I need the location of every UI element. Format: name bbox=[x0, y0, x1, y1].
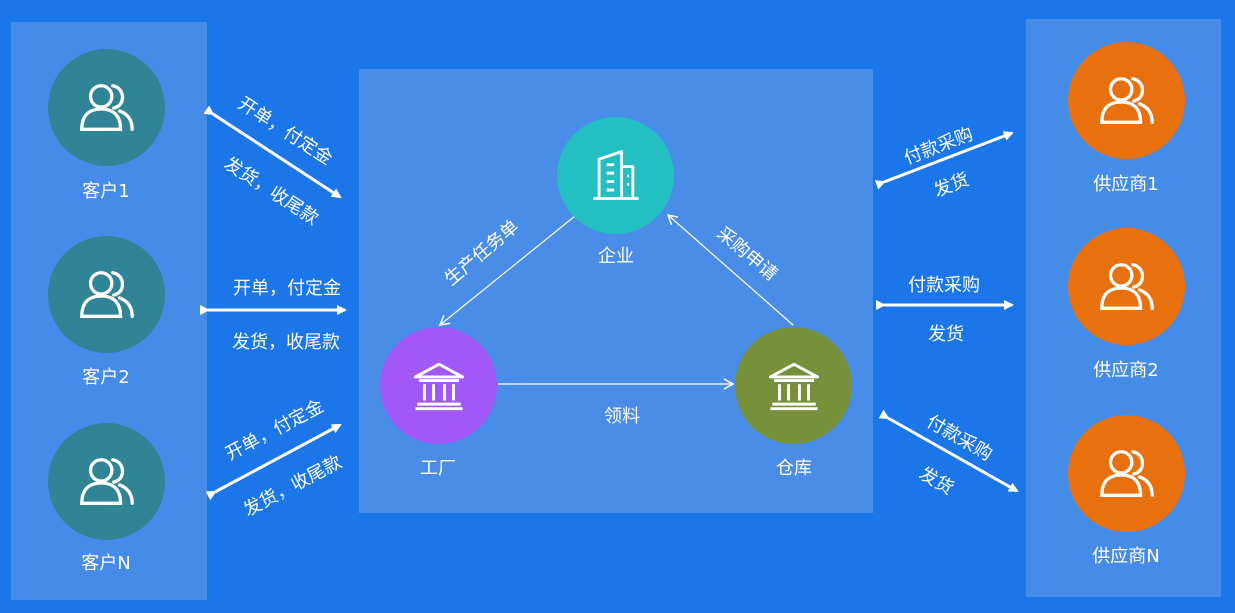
users-icon bbox=[79, 457, 134, 505]
customer1-arrow bbox=[203, 105, 342, 199]
customer2-top-label: 开单，付定金 bbox=[233, 278, 341, 299]
users-icon bbox=[1099, 76, 1154, 124]
warehouse-node bbox=[735, 327, 852, 444]
factory-warehouse-label: 领料 bbox=[604, 406, 640, 427]
factory-label: 工厂 bbox=[420, 458, 456, 479]
supplier2-top-label: 付款采购 bbox=[908, 275, 980, 296]
warehouse-label: 仓库 bbox=[776, 458, 812, 479]
supplier2-bottom-label: 发货 bbox=[928, 324, 964, 345]
customer2-label: 客户2 bbox=[82, 367, 130, 388]
users-icon bbox=[79, 270, 134, 318]
enterprise-node bbox=[557, 117, 674, 234]
customer1-node bbox=[48, 49, 165, 166]
factory-node bbox=[380, 327, 497, 444]
supplier1-label: 供应商1 bbox=[1093, 174, 1159, 195]
enterprise-label: 企业 bbox=[598, 246, 634, 267]
customerN-arrow bbox=[205, 423, 342, 501]
building-icon bbox=[593, 149, 638, 200]
bank-icon bbox=[768, 362, 819, 410]
enterprise-factory-arrow bbox=[438, 215, 576, 326]
customerN-label: 客户N bbox=[81, 553, 131, 574]
warehouse-enterprise-arrow bbox=[666, 213, 794, 326]
customer1-label: 客户1 bbox=[82, 181, 130, 202]
supplierN-node bbox=[1068, 415, 1185, 532]
customerN-node bbox=[48, 423, 165, 540]
users-icon bbox=[1099, 449, 1154, 497]
supplier2-label: 供应商2 bbox=[1093, 360, 1159, 381]
supplierN-label: 供应商N bbox=[1092, 546, 1160, 567]
supplier1-node bbox=[1068, 42, 1185, 159]
customer2-bottom-label: 发货，收尾款 bbox=[232, 332, 340, 353]
bank-icon bbox=[413, 362, 464, 410]
users-icon bbox=[1099, 262, 1154, 310]
supplier1-arrow bbox=[874, 131, 1014, 190]
customer2-node bbox=[48, 236, 165, 353]
users-icon bbox=[79, 83, 134, 131]
supplier2-node bbox=[1068, 228, 1185, 345]
supplierN-arrow bbox=[878, 409, 1019, 493]
